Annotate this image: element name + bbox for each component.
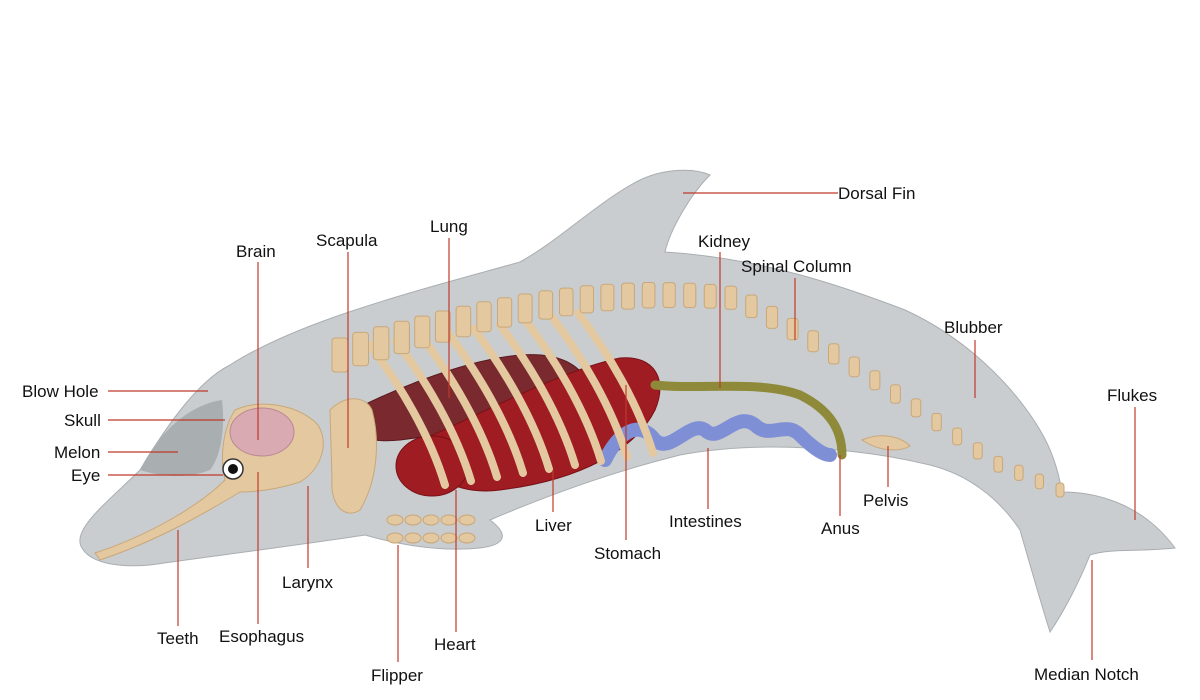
vertebra — [745, 294, 758, 319]
label-melon: Melon — [54, 443, 100, 462]
vertebra — [952, 427, 963, 446]
vertebra — [786, 317, 799, 341]
vertebra — [434, 310, 451, 343]
rib — [392, 337, 475, 485]
vertebra — [765, 305, 779, 329]
vertebra — [724, 285, 738, 310]
vertebra — [621, 282, 635, 310]
rib — [574, 309, 657, 457]
labels: Dorsal Fin Lung Scapula Brain Kidney Spi… — [22, 184, 1157, 685]
label-larynx: Larynx — [282, 573, 334, 592]
scapula-bone — [329, 398, 377, 514]
vertebra — [538, 290, 554, 320]
melon-region — [140, 400, 224, 476]
kidney-organ — [650, 380, 847, 460]
rib — [418, 333, 501, 481]
vertebra — [414, 315, 431, 349]
vertebra — [807, 330, 819, 353]
vertebra — [828, 343, 840, 365]
leader-lines — [108, 192, 1136, 662]
rib — [444, 329, 527, 477]
vertebra — [910, 398, 922, 418]
spinal-column-bones — [331, 282, 1065, 498]
label-kidney: Kidney — [698, 232, 750, 251]
brain-organ — [229, 407, 295, 457]
vertebra — [683, 282, 697, 309]
pelvis-bone — [860, 435, 911, 451]
vertebra — [1014, 464, 1024, 481]
vertebra — [497, 297, 513, 328]
label-lung: Lung — [430, 217, 468, 236]
label-scapula: Scapula — [316, 231, 378, 250]
vertebra — [1055, 482, 1065, 498]
label-anus: Anus — [821, 519, 860, 538]
label-heart: Heart — [434, 635, 476, 654]
label-spinal-column: Spinal Column — [741, 257, 852, 276]
rib — [496, 321, 579, 469]
label-flipper: Flipper — [371, 666, 423, 685]
label-intestines: Intestines — [669, 512, 742, 531]
vertebra — [662, 282, 676, 309]
rib — [522, 317, 605, 465]
label-brain: Brain — [236, 242, 276, 261]
eye-pupil — [228, 464, 238, 474]
rib — [470, 325, 553, 473]
label-blow-hole: Blow Hole — [22, 382, 99, 401]
vertebra — [559, 287, 574, 317]
label-dorsal-fin: Dorsal Fin — [838, 184, 915, 203]
label-esophagus: Esophagus — [219, 627, 304, 646]
vertebra — [393, 320, 410, 355]
label-flukes: Flukes — [1107, 386, 1157, 405]
vertebra — [869, 370, 881, 391]
vertebra — [352, 331, 370, 367]
vertebra — [703, 283, 717, 309]
flipper-bone — [386, 532, 404, 544]
label-pelvis: Pelvis — [863, 491, 908, 510]
label-liver: Liver — [535, 516, 572, 535]
flipper-bone — [422, 514, 440, 526]
vertebra — [972, 442, 983, 460]
flipper-bone — [404, 514, 422, 526]
vertebra — [1034, 473, 1045, 490]
flipper-bone — [458, 532, 476, 544]
vertebra — [476, 301, 492, 333]
vertebra — [890, 384, 901, 404]
label-stomach: Stomach — [594, 544, 661, 563]
vertebra — [600, 283, 615, 312]
label-skull: Skull — [64, 411, 101, 430]
flipper-bone — [440, 532, 458, 544]
label-eye: Eye — [71, 466, 100, 485]
label-blubber: Blubber — [944, 318, 1003, 337]
label-median-notch: Median Notch — [1034, 665, 1139, 684]
vertebra — [993, 455, 1004, 473]
label-teeth: Teeth — [157, 629, 199, 648]
flipper-bone — [440, 514, 458, 526]
vertebra — [331, 337, 349, 373]
vertebra — [641, 282, 656, 309]
rib — [548, 313, 631, 461]
vertebra — [455, 305, 472, 338]
vertebra — [848, 356, 860, 378]
flipper-bone — [458, 514, 476, 526]
flipper-bones — [386, 514, 476, 544]
vertebra — [579, 285, 595, 314]
flipper-bone — [422, 532, 440, 544]
vertebra — [931, 412, 942, 432]
flipper-bone — [386, 514, 404, 526]
vertebra — [372, 326, 390, 361]
vertebra — [517, 293, 533, 324]
flipper-bone — [404, 532, 422, 544]
